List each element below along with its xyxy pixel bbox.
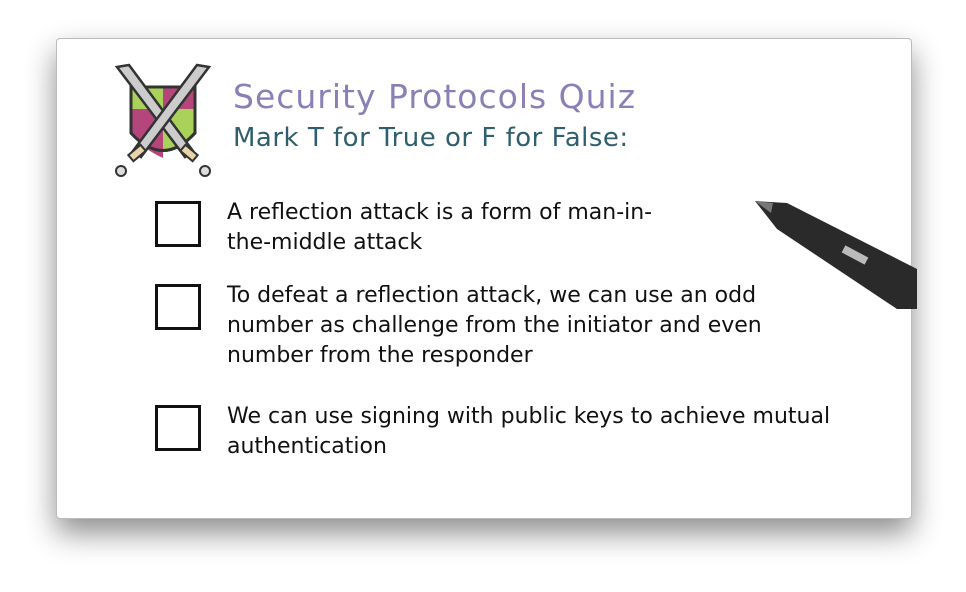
crossed-swords-shield-icon <box>114 63 212 177</box>
stylus-pen-icon <box>755 201 917 309</box>
answer-box-3[interactable] <box>155 405 201 451</box>
answer-box-2[interactable] <box>155 284 201 330</box>
quiz-instruction: Mark T for True or F for False: <box>233 123 629 153</box>
question-text-1: A reflection attack is a form of man-in-… <box>227 200 653 255</box>
question-text-3: We can use signing with public keys to a… <box>227 404 831 459</box>
answer-box-1[interactable] <box>155 201 201 247</box>
question-text-2: To defeat a reflection attack, we can us… <box>227 283 762 368</box>
quiz-slide: Security Protocols Quiz Mark T for True … <box>56 38 917 519</box>
quiz-title: Security Protocols Quiz <box>233 77 637 116</box>
